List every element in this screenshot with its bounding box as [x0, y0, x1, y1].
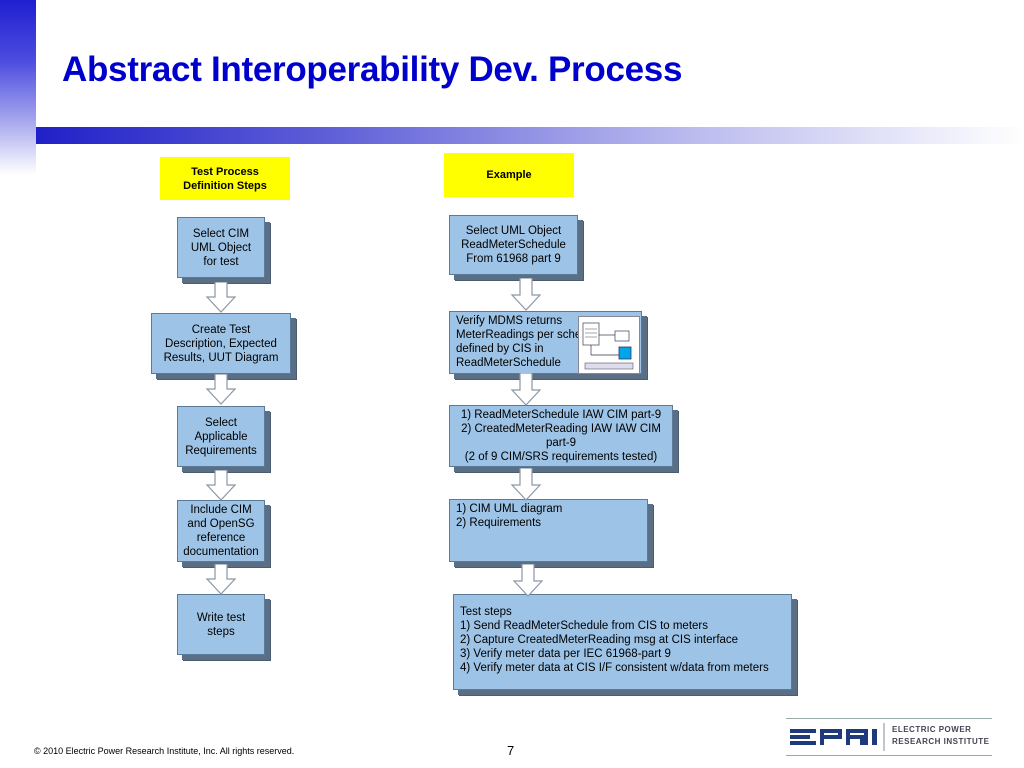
left-arrow-3-icon	[205, 470, 237, 501]
left-step-4: Include CIM and OpenSG reference documen…	[177, 500, 265, 562]
right-step-3: 1) ReadMeterSchedule IAW CIM part-9 2) C…	[449, 405, 673, 467]
title-underline-gradient	[36, 127, 1024, 144]
left-arrow-1-icon	[205, 282, 237, 313]
epri-logo-subtitle: ELECTRIC POWER RESEARCH INSTITUTE	[892, 725, 990, 746]
right-arrow-4-icon	[512, 564, 544, 597]
right-arrow-3-icon	[510, 468, 542, 501]
right-step-1: Select UML Object ReadMeterSchedule From…	[449, 215, 578, 275]
right-arrow-1-icon	[510, 278, 542, 311]
slide-accent-bar	[0, 0, 36, 175]
copyright-footer: © 2010 Electric Power Research Institute…	[34, 746, 295, 756]
epri-logo-mark-icon	[790, 723, 885, 751]
page-number: 7	[507, 743, 515, 758]
left-column-header: Test Process Definition Steps	[160, 157, 290, 200]
right-arrow-2-icon	[510, 373, 542, 406]
right-step-4: 1) CIM UML diagram 2) Requirements	[449, 499, 648, 562]
left-arrow-4-icon	[205, 564, 237, 595]
right-step-5: Test steps 1) Send ReadMeterSchedule fro…	[453, 594, 792, 690]
epri-logo	[786, 718, 992, 756]
left-arrow-2-icon	[205, 374, 237, 405]
left-step-3: Select Applicable Requirements	[177, 406, 265, 467]
left-step-2: Create Test Description, Expected Result…	[151, 313, 291, 374]
left-step-1: Select CIM UML Object for test	[177, 217, 265, 278]
uut-diagram-thumbnail	[578, 316, 640, 374]
slide-title: Abstract Interoperability Dev. Process	[62, 50, 683, 89]
left-step-5: Write test steps	[177, 594, 265, 655]
right-column-header: Example	[444, 153, 574, 197]
